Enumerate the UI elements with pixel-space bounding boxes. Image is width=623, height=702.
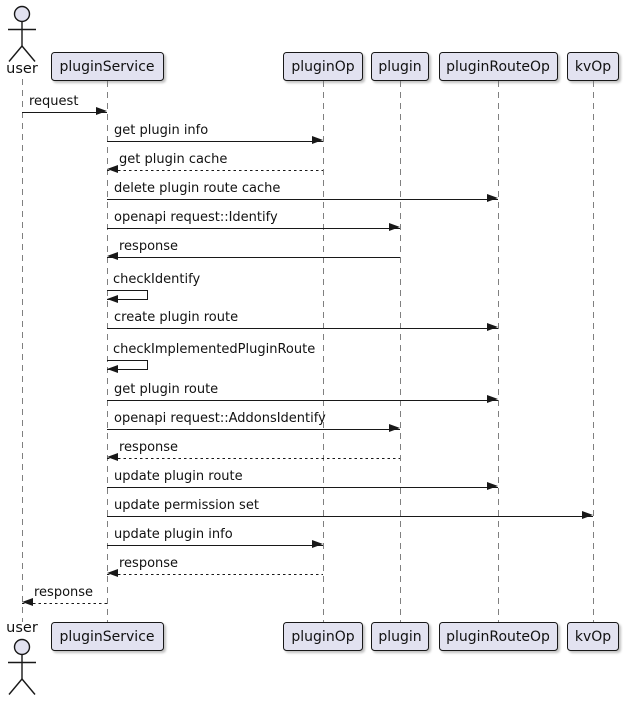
message-14-update-plugin-info-arrowhead [312, 540, 323, 548]
message-16-response-line [22, 602, 107, 604]
message-3-delete-plugin-route-cache-label: delete plugin route cache [114, 181, 281, 196]
message-10-openapi-request-addonsidentify-arrowhead [389, 424, 400, 432]
message-6-checkidentify-loop [107, 290, 148, 300]
message-0-request-label: request [29, 94, 79, 109]
message-11-response-label: response [119, 440, 179, 455]
lifeline-user [21, 79, 23, 622]
message-6-checkidentify-arrowhead [107, 295, 118, 303]
participant-box-plugin-top: plugin [371, 52, 429, 81]
message-8-checkimplementedpluginroute-arrowhead [107, 365, 118, 373]
message-3-delete-plugin-route-cache-line [107, 198, 498, 200]
participant-box-pluginRouteOp-top: pluginRouteOp [438, 52, 558, 81]
message-15-response-label: response [119, 556, 179, 571]
message-9-get-plugin-route-arrowhead [487, 395, 498, 403]
lifeline-kvOp [592, 81, 594, 622]
message-1-get-plugin-info-arrowhead [312, 136, 323, 144]
message-0-request-arrowhead [96, 107, 107, 115]
message-4-openapi-request-identify-label: openapi request::Identify [114, 210, 278, 225]
lifeline-pluginRouteOp [497, 81, 499, 622]
message-7-create-plugin-route-line [107, 327, 498, 329]
participant-box-kvOp-top: kvOp [567, 52, 619, 81]
message-16-response-label: response [34, 585, 94, 600]
message-9-get-plugin-route-label: get plugin route [114, 382, 219, 397]
message-5-response-arrowhead [107, 252, 118, 260]
actor-figure-user-bottom [0, 638, 45, 696]
message-2-get-plugin-cache-arrowhead [107, 165, 118, 173]
message-13-update-permission-set-arrowhead [582, 511, 593, 519]
message-14-update-plugin-info-label: update plugin info [114, 527, 233, 542]
participant-box-pluginOp-bottom: pluginOp [283, 622, 363, 651]
message-0-request-line [22, 111, 107, 113]
message-10-openapi-request-addonsidentify-label: openapi request::AddonsIdentify [114, 411, 326, 426]
message-7-create-plugin-route-label: create plugin route [114, 310, 239, 325]
message-12-update-plugin-route-line [107, 486, 498, 488]
actor-figure-user-top [0, 5, 45, 63]
participant-box-pluginService-top: pluginService [50, 52, 164, 81]
message-8-checkimplementedpluginroute-label: checkImplementedPluginRoute [113, 342, 316, 357]
message-15-response-line [107, 573, 323, 575]
message-10-openapi-request-addonsidentify-line [107, 428, 400, 430]
participant-box-plugin-bottom: plugin [371, 622, 429, 651]
actor-head [13, 638, 31, 656]
message-13-update-permission-set-line [107, 515, 593, 517]
participant-box-pluginRouteOp-bottom: pluginRouteOp [438, 622, 558, 651]
lifeline-pluginService [106, 81, 108, 622]
message-7-create-plugin-route-arrowhead [487, 323, 498, 331]
message-1-get-plugin-info-line [107, 140, 323, 142]
message-15-response-arrowhead [107, 569, 118, 577]
message-4-openapi-request-identify-arrowhead [389, 223, 400, 231]
message-1-get-plugin-info-label: get plugin info [114, 123, 209, 138]
message-8-checkimplementedpluginroute-loop [107, 360, 148, 370]
message-2-get-plugin-cache-line [107, 169, 323, 171]
message-12-update-plugin-route-arrowhead [487, 482, 498, 490]
lifeline-pluginOp [322, 81, 324, 622]
actor-label-user-bottom: user [6, 620, 38, 636]
message-9-get-plugin-route-line [107, 399, 498, 401]
actor-head [13, 5, 31, 23]
message-13-update-permission-set-label: update permission set [114, 498, 259, 513]
message-5-response-label: response [119, 239, 179, 254]
participant-box-pluginService-bottom: pluginService [50, 622, 164, 651]
message-16-response-arrowhead [22, 598, 33, 606]
participant-box-kvOp-bottom: kvOp [567, 622, 619, 651]
message-14-update-plugin-info-line [107, 544, 323, 546]
message-3-delete-plugin-route-cache-arrowhead [487, 194, 498, 202]
message-4-openapi-request-identify-line [107, 227, 400, 229]
message-12-update-plugin-route-label: update plugin route [114, 469, 243, 484]
message-2-get-plugin-cache-label: get plugin cache [119, 152, 228, 167]
lifeline-plugin [399, 81, 401, 622]
message-6-checkidentify-label: checkIdentify [113, 272, 201, 287]
message-11-response-arrowhead [107, 453, 118, 461]
message-11-response-line [107, 457, 400, 459]
message-5-response-line [107, 256, 400, 258]
actor-label-user-top: user [6, 61, 38, 77]
participant-box-pluginOp-top: pluginOp [283, 52, 363, 81]
